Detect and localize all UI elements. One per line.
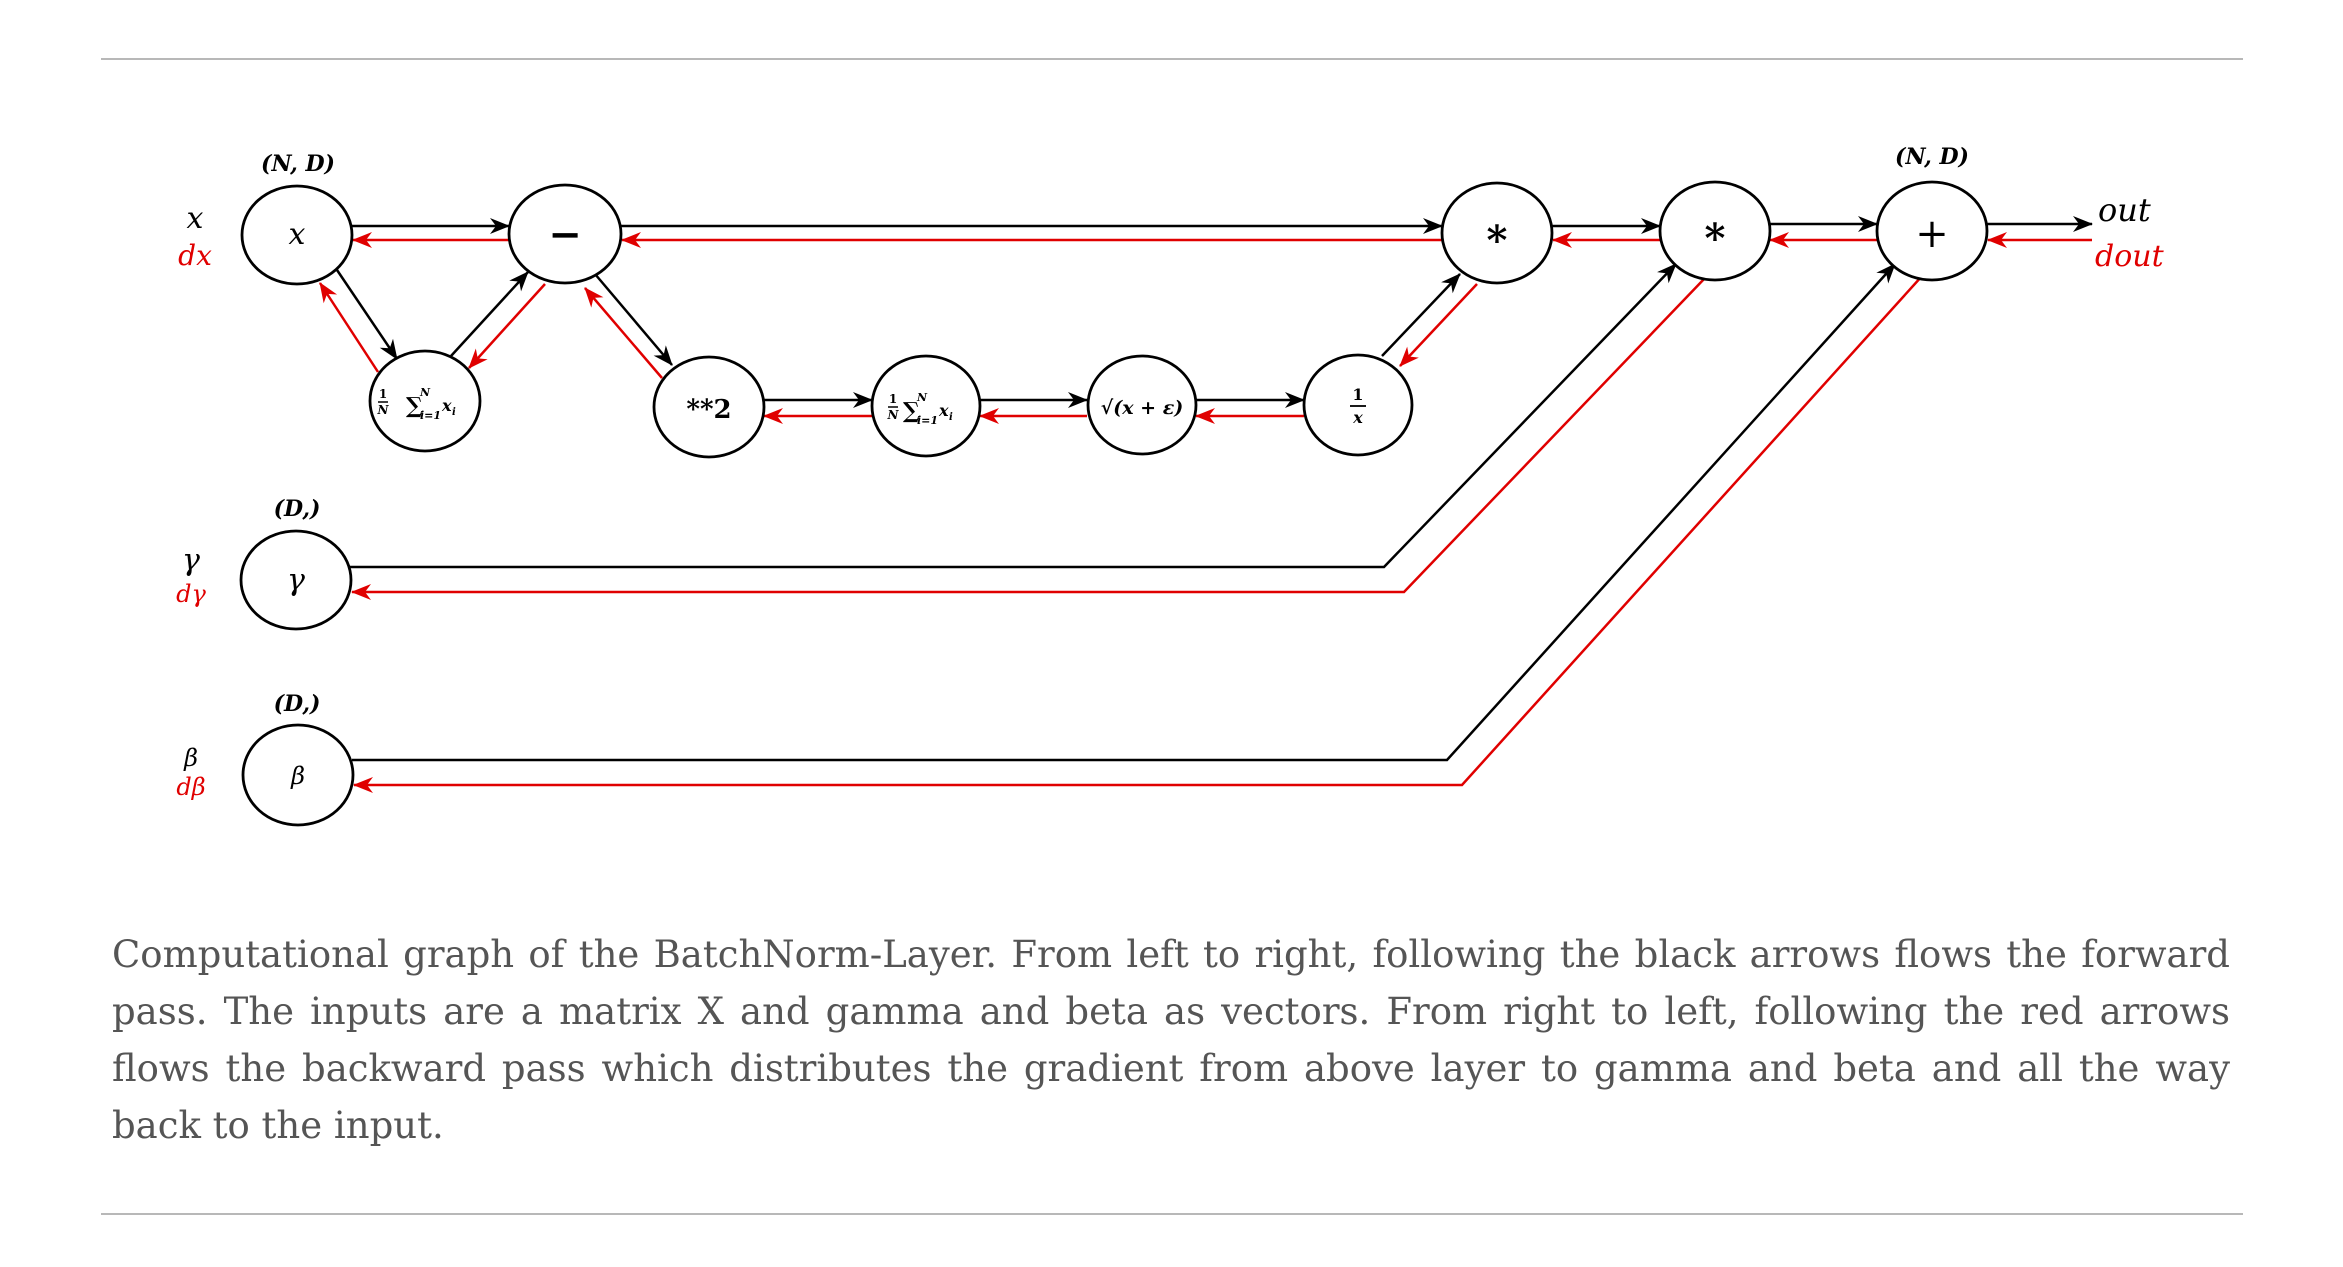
edge-inv-mul1	[1381, 273, 1461, 357]
node-minus-label: −	[548, 211, 582, 258]
grad-minus-mean1	[468, 283, 546, 369]
node-mul2-label: *	[1705, 215, 1726, 262]
side-label-gamma: γ	[182, 543, 200, 578]
svg-text:N: N	[377, 403, 390, 417]
node-inv: 1 x	[1302, 353, 1414, 457]
backward-edges	[318, 232, 2092, 793]
node-beta: β	[241, 723, 355, 827]
batchnorm-computational-graph: x 1 N ∑ N i=1 x i − **2	[176, 144, 2165, 827]
node-mean1: 1 N ∑ N i=1 x i	[368, 349, 482, 453]
svg-text:1: 1	[889, 392, 897, 406]
svg-text:N: N	[419, 386, 431, 399]
edge-minus-square	[594, 273, 673, 366]
svg-text:∑: ∑	[903, 398, 920, 424]
shape-beta: (D,)	[274, 691, 321, 717]
grad-plus-beta	[353, 275, 1923, 793]
edge-mean1-minus	[450, 271, 529, 357]
edge-gamma-mul2	[350, 263, 1677, 569]
node-mul1-label: *	[1487, 217, 1508, 264]
side-label-beta: β	[183, 744, 198, 772]
grad-mul2-gamma	[351, 277, 1706, 600]
grad-label-dbeta: dβ	[176, 773, 205, 801]
svg-text:∑: ∑	[406, 393, 423, 419]
svg-text:N: N	[887, 408, 900, 422]
shape-x: (N, D)	[261, 151, 335, 177]
grad-mul1-inv	[1399, 283, 1478, 367]
svg-text:i=1: i=1	[420, 409, 441, 422]
grad-square-minus	[584, 287, 663, 379]
node-mean1-formula: 1 N ∑ N i=1 x i	[377, 386, 456, 422]
node-mean2-formula: 1 N ∑ N i=1 x i	[887, 391, 953, 427]
top-divider	[101, 58, 2243, 60]
node-plus-label: +	[1915, 211, 1949, 257]
node-mul1: *	[1440, 181, 1554, 285]
shape-plus: (N, D)	[1895, 144, 1969, 170]
node-mean2: 1 N ∑ N i=1 x i	[870, 354, 982, 458]
svg-text:i: i	[452, 407, 456, 418]
grad-label-dgamma: dγ	[176, 580, 206, 608]
node-square-label: **2	[686, 395, 731, 425]
side-label-x: x	[187, 201, 204, 236]
edge-x-mean1	[335, 269, 399, 360]
svg-text:x: x	[441, 396, 452, 415]
node-sqrt: √(x + ε)	[1086, 354, 1198, 456]
node-gamma: γ	[239, 529, 353, 631]
node-x: x	[240, 184, 354, 286]
svg-text:x: x	[938, 401, 949, 420]
grad-mean1-x	[318, 282, 380, 373]
svg-text:1: 1	[379, 387, 387, 401]
shape-gamma: (D,)	[274, 496, 321, 522]
node-minus: −	[507, 183, 623, 285]
svg-text:N: N	[916, 391, 928, 404]
node-mul2: *	[1658, 180, 1772, 282]
node-square: **2	[652, 355, 766, 459]
output-label: out	[2098, 191, 2151, 229]
output-grad-label: dout	[2095, 239, 2165, 274]
edge-beta-plus	[352, 263, 1896, 762]
node-gamma-label: γ	[287, 563, 305, 598]
node-x-label: x	[289, 217, 306, 252]
node-inv-numerator: 1	[1352, 385, 1363, 404]
bottom-divider	[101, 1213, 2243, 1215]
node-inv-denominator: x	[1352, 408, 1363, 427]
grad-label-dx: dx	[178, 239, 212, 272]
node-beta-label: β	[290, 762, 305, 790]
forward-edges	[335, 216, 2093, 762]
svg-text:i: i	[949, 412, 953, 423]
figure-caption: Computational graph of the BatchNorm-Lay…	[112, 933, 2230, 1147]
node-plus: +	[1875, 180, 1989, 282]
node-sqrt-label: √(x + ε)	[1101, 397, 1184, 419]
svg-text:i=1: i=1	[917, 414, 938, 427]
